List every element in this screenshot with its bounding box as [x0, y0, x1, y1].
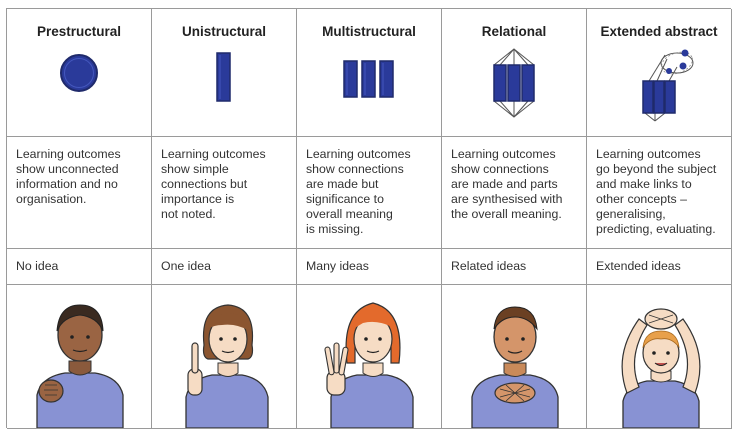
description-line: show connections [451, 162, 549, 176]
picture-unistructural [152, 285, 297, 429]
three-bars-icon [343, 60, 394, 98]
description-line: show connections [306, 162, 404, 176]
description-line: are synthesised with [451, 192, 563, 206]
description-line: not noted. [161, 207, 216, 221]
header-unistructural: Unistructural [152, 9, 297, 137]
picture-extended-abstract [587, 285, 732, 429]
description-line: are made but [306, 177, 379, 191]
connected-bars-icon [493, 48, 535, 118]
description-line: overall meaning [306, 207, 393, 221]
description-line: Learning outcomes [16, 147, 121, 161]
label-extended-abstract: Extended ideas [587, 249, 732, 285]
level-title: Extended abstract [600, 24, 718, 39]
description-line: show unconnected [16, 162, 119, 176]
description-prestructural: Learning outcomes show unconnected infor… [7, 137, 152, 249]
label-multistructural: Many ideas [297, 249, 442, 285]
label-relational: Related ideas [442, 249, 587, 285]
description-line: are made and parts [451, 177, 558, 191]
description-line: Learning outcomes [161, 147, 266, 161]
header-relational: Relational [442, 9, 587, 137]
description-unistructural: Learning outcomes show simple connection… [152, 137, 297, 249]
label-prestructural: No idea [7, 249, 152, 285]
description-line: show simple [161, 162, 229, 176]
picture-multistructural [297, 285, 442, 429]
description-line: predicting, evaluating. [596, 222, 716, 236]
child-fist-on-chest-illustration [36, 304, 124, 428]
level-title: Relational [481, 24, 547, 39]
picture-relational [442, 285, 587, 429]
level-title: Prestructural [36, 24, 122, 39]
description-line: importance is [161, 192, 235, 206]
child-interlocked-fingers-illustration [471, 306, 559, 428]
description-line: organisation. [16, 192, 87, 206]
level-title: Unistructural [181, 24, 266, 39]
extended-bars-icon [642, 49, 694, 122]
description-line: generalising, [596, 207, 666, 221]
child-three-fingers-up-illustration [324, 302, 414, 428]
description-relational: Learning outcomes show connections are m… [442, 137, 587, 249]
header-prestructural: Prestructural [7, 9, 152, 137]
level-title: Multistructural [322, 24, 416, 39]
child-one-finger-up-illustration [185, 304, 269, 428]
description-extended-abstract: Learning outcomes go beyond the subject … [587, 137, 732, 249]
child-hands-over-head-illustration [621, 308, 701, 428]
description-multistructural: Learning outcomes show connections are m… [297, 137, 442, 249]
description-line: Learning outcomes [306, 147, 411, 161]
header-multistructural: Multistructural [297, 9, 442, 137]
description-line: and make links to [596, 177, 692, 191]
solo-taxonomy-table: Prestructural Unistructural Multistructu… [6, 8, 732, 429]
single-bar-icon [216, 52, 231, 102]
description-line: Learning outcomes [451, 147, 556, 161]
header-extended-abstract: Extended abstract [587, 9, 732, 137]
picture-prestructural [7, 285, 152, 429]
description-line: Learning outcomes [596, 147, 701, 161]
description-line: significance to [306, 192, 384, 206]
description-line: connections but [161, 177, 248, 191]
description-line: the overall meaning. [451, 207, 562, 221]
description-line: is missing. [306, 222, 364, 236]
description-line: other concepts – [596, 192, 687, 206]
label-unistructural: One idea [152, 249, 297, 285]
description-line: information and no [16, 177, 118, 191]
filled-circle-icon [60, 54, 98, 92]
description-line: go beyond the subject [596, 162, 717, 176]
